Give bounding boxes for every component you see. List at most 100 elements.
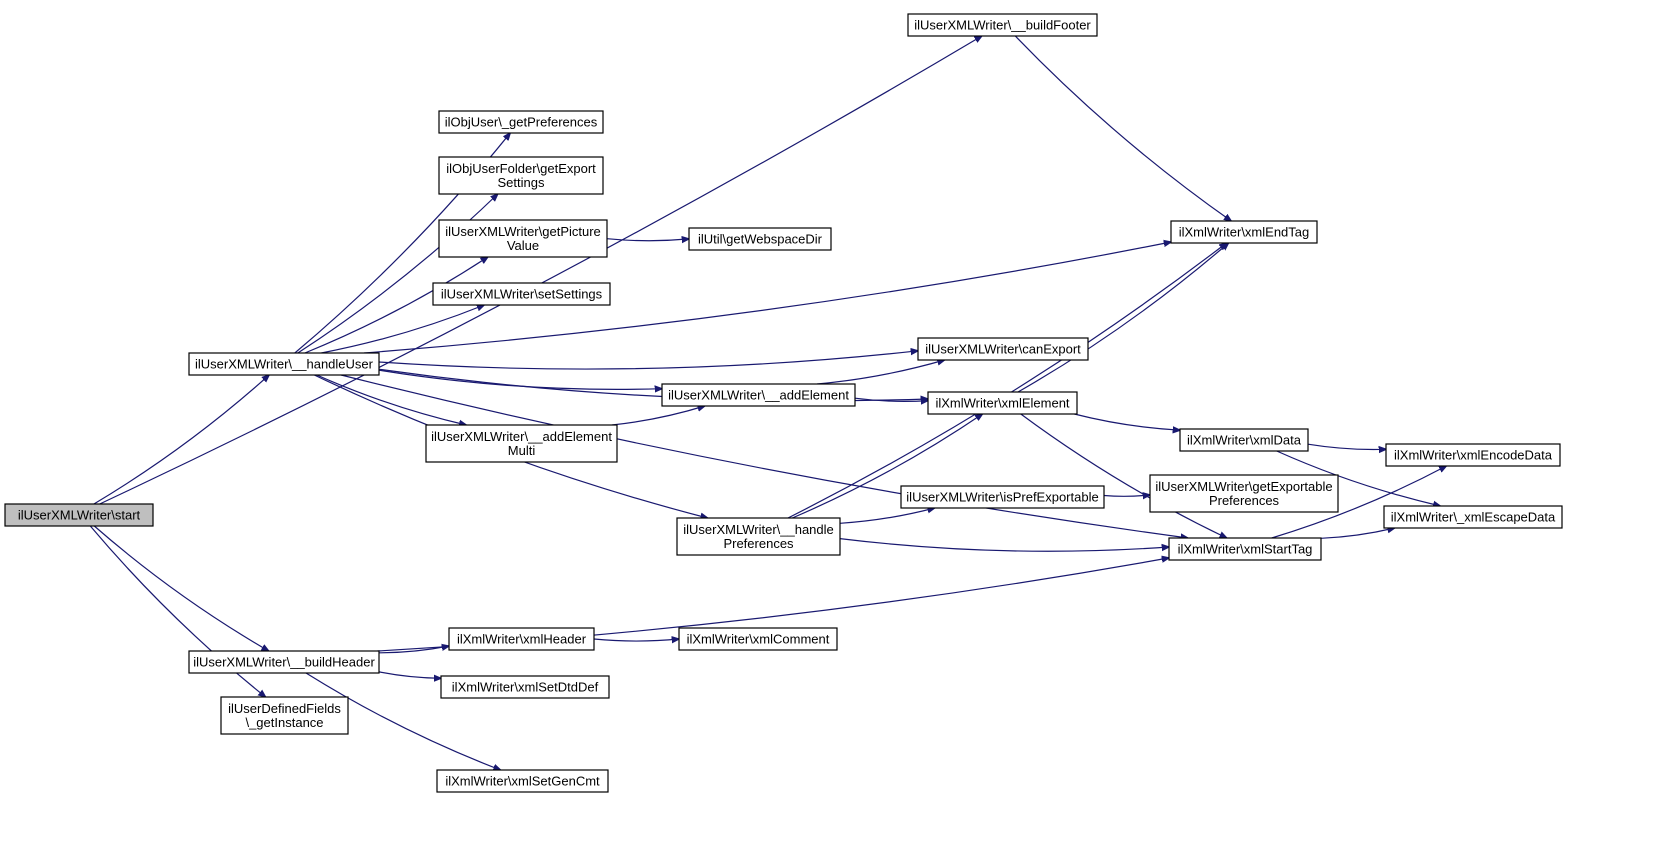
node-build-footer[interactable]: ilUserXMLWriter\__buildFooter: [907, 13, 1098, 37]
edge-start-to-handle-user: [93, 375, 269, 505]
edge-handle-user-to-get-export-settings: [297, 194, 498, 354]
node-xml-header[interactable]: ilXmlWriter\xmlHeader: [448, 627, 595, 651]
node-label: ilObjUser\_getPreferences: [445, 115, 598, 130]
node-can-export[interactable]: ilUserXMLWriter\canExport: [917, 337, 1089, 361]
edge-get-picture-value-to-get-webspace-dir: [606, 239, 689, 241]
nodes-layer: ilUserXMLWriter\start ilUserXMLWriter\__h…: [4, 13, 1563, 793]
node-label: ilUserXMLWriter\__buildFooter: [914, 18, 1091, 33]
node-get-webspace-dir[interactable]: ilUtil\getWebspaceDir: [688, 227, 832, 251]
node-set-settings[interactable]: ilUserXMLWriter\setSettings: [432, 282, 611, 306]
edge-add-element-to-xml-element: [854, 398, 928, 401]
node-box[interactable]: [438, 219, 608, 258]
node-box[interactable]: [436, 769, 609, 793]
node-box[interactable]: [220, 696, 349, 735]
edge-add-element-to-can-export: [816, 360, 945, 385]
node-label: ilUserXMLWriter\__addElement: [668, 388, 849, 403]
node-xml-escape-data[interactable]: ilXmlWriter\_xmlEscapeData: [1383, 505, 1563, 529]
edge-xml-element-to-xml-start-tag: [1020, 413, 1227, 538]
node-xml-data[interactable]: ilXmlWriter\xmlData: [1179, 428, 1309, 452]
node-label: ilXmlWriter\xmlElement: [935, 396, 1069, 411]
node-label: ilUserXMLWriter\isPrefExportable: [906, 490, 1098, 505]
node-start[interactable]: ilUserXMLWriter\start: [4, 503, 154, 527]
node-xml-end-tag[interactable]: ilXmlWriter\xmlEndTag: [1170, 220, 1318, 244]
node-handle-user[interactable]: ilUserXMLWriter\__handleUser: [188, 352, 380, 376]
node-is-pref-exportable[interactable]: ilUserXMLWriter\isPrefExportable: [900, 485, 1105, 509]
node-udf-instance[interactable]: ilUserDefinedFields\_getInstance: [220, 696, 349, 735]
node-box[interactable]: [907, 13, 1098, 37]
node-label: ilXmlWriter\xmlEndTag: [1179, 225, 1310, 240]
edge-xml-element-to-xml-end-tag: [1017, 243, 1229, 393]
edge-handle-user-to-add-element-multi: [316, 374, 466, 425]
node-xml-comment[interactable]: ilXmlWriter\xmlComment: [678, 627, 838, 651]
node-box[interactable]: [1170, 220, 1318, 244]
node-box[interactable]: [1383, 505, 1563, 529]
node-box[interactable]: [438, 156, 604, 195]
node-box[interactable]: [425, 424, 618, 463]
edge-start-to-udf-instance: [89, 525, 265, 697]
edge-xml-data-to-xml-encode-data: [1307, 443, 1386, 449]
node-label: ilUserDefinedFields: [228, 701, 341, 716]
node-get-preferences[interactable]: ilObjUser\_getPreferences: [438, 110, 604, 134]
node-xml-encode-data[interactable]: ilXmlWriter\xmlEncodeData: [1385, 443, 1561, 467]
node-xml-set-dtd-def[interactable]: ilXmlWriter\xmlSetDtdDef: [440, 675, 610, 699]
node-label: ilUserXMLWriter\getExportable: [1155, 479, 1332, 494]
node-label: ilUserXMLWriter\__handle: [683, 522, 834, 537]
node-box[interactable]: [688, 227, 832, 251]
node-label: \_getInstance: [245, 715, 323, 730]
node-build-header[interactable]: ilUserXMLWriter\__buildHeader: [188, 650, 380, 674]
edge-handle-user-to-set-settings: [321, 305, 484, 354]
node-add-element[interactable]: ilUserXMLWriter\__addElement: [661, 383, 856, 407]
node-box[interactable]: [438, 110, 604, 134]
node-label: ilUserXMLWriter\canExport: [925, 342, 1081, 357]
node-label: ilXmlWriter\xmlSetDtdDef: [452, 680, 599, 695]
node-box[interactable]: [1149, 474, 1339, 513]
node-box[interactable]: [188, 352, 380, 376]
node-box[interactable]: [1168, 537, 1322, 561]
edge-xml-data-to-xml-escape-data: [1276, 450, 1441, 506]
edge-handle-user-to-xml-start-tag: [340, 374, 1188, 538]
node-label: ilUtil\getWebspaceDir: [698, 232, 823, 247]
node-box[interactable]: [661, 383, 856, 407]
edge-handle-preferences-to-xml-element: [792, 414, 982, 519]
node-box[interactable]: [1179, 428, 1309, 452]
edge-build-header-to-xml-set-dtd-def: [378, 671, 441, 678]
node-label: Preferences: [723, 536, 794, 551]
node-box[interactable]: [1385, 443, 1561, 467]
node-xml-element[interactable]: ilXmlWriter\xmlElement: [927, 391, 1078, 415]
edge-build-footer-to-xml-end-tag: [1014, 35, 1231, 221]
node-label: Preferences: [1209, 493, 1280, 508]
node-label: ilXmlWriter\xmlSetGenCmt: [445, 774, 600, 789]
node-box[interactable]: [440, 675, 610, 699]
edge-handle-preferences-to-xml-start-tag: [839, 538, 1169, 552]
node-label: ilXmlWriter\_xmlEscapeData: [1391, 510, 1556, 525]
node-label: ilUserXMLWriter\__handleUser: [195, 357, 374, 372]
edge-build-header-to-xml-set-gen-cmt: [305, 672, 501, 770]
node-xml-set-gen-cmt[interactable]: ilXmlWriter\xmlSetGenCmt: [436, 769, 609, 793]
node-box[interactable]: [917, 337, 1089, 361]
edge-start-to-build-footer: [99, 36, 982, 505]
node-box[interactable]: [448, 627, 595, 651]
node-box[interactable]: [188, 650, 380, 674]
node-box[interactable]: [900, 485, 1105, 509]
node-xml-start-tag[interactable]: ilXmlWriter\xmlStartTag: [1168, 537, 1322, 561]
node-label: ilUserXMLWriter\getPicture: [445, 224, 601, 239]
node-box[interactable]: [432, 282, 611, 306]
node-box[interactable]: [4, 503, 154, 527]
edge-handle-user-to-xml-end-tag: [363, 242, 1171, 354]
node-label: ilUserXMLWriter\start: [18, 508, 141, 523]
node-label: ilXmlWriter\xmlStartTag: [1178, 542, 1313, 557]
edge-xml-start-tag-to-xml-escape-data: [1320, 528, 1395, 539]
node-label: ilUserXMLWriter\__buildHeader: [193, 655, 375, 670]
node-box[interactable]: [678, 627, 838, 651]
edge-xml-start-tag-to-xml-encode-data: [1271, 466, 1447, 539]
node-box[interactable]: [676, 517, 841, 556]
node-label: Multi: [508, 443, 536, 458]
edge-add-element-multi-to-add-element: [611, 406, 705, 426]
node-box[interactable]: [927, 391, 1078, 415]
